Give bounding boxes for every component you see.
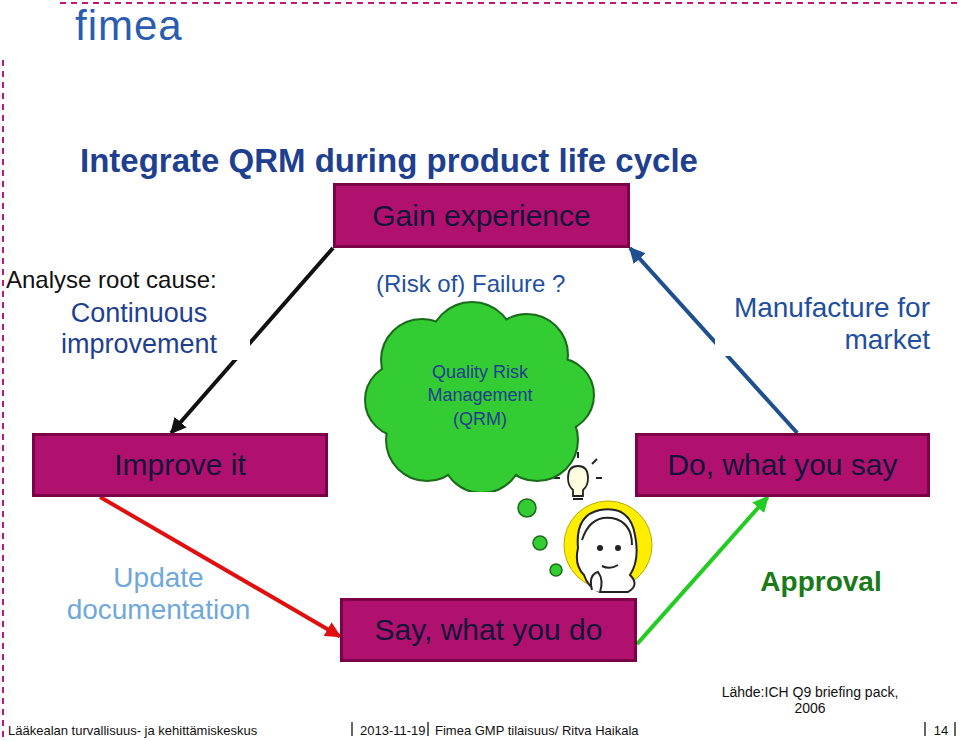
footer-text: 2013-11-19 bbox=[360, 724, 426, 739]
page-number: 14 bbox=[929, 724, 953, 739]
footer-text: Fimea GMP tilaisuus/ Ritva Haikala bbox=[435, 724, 675, 739]
diagram-title: Integrate QRM during product life cycle bbox=[80, 142, 698, 180]
footer-text: Lääkealan turvallisuus- ja kehittämiskes… bbox=[8, 724, 348, 739]
process-box: Say, what you do bbox=[340, 598, 637, 662]
box-text: Say, what you do bbox=[375, 613, 603, 647]
box-text: Gain experience bbox=[372, 199, 590, 233]
box-text: Do, what you say bbox=[667, 448, 897, 482]
process-box: Gain experience bbox=[333, 183, 630, 248]
qrm-cloud: Quality Risk Management (QRM) bbox=[362, 300, 598, 492]
process-box: Improve it bbox=[32, 433, 328, 497]
dashed-border bbox=[2, 60, 4, 741]
source-note: Lähde:ICH Q9 briefing pack, 2006 bbox=[720, 684, 900, 716]
dashed-border bbox=[60, 2, 960, 4]
cloud-text: Quality Risk Management (QRM) bbox=[410, 361, 550, 431]
note-label: Analyse root cause: bbox=[6, 266, 286, 294]
box-text: Improve it bbox=[114, 448, 246, 482]
note-label: Approval bbox=[736, 566, 906, 598]
note-label: (Risk of) Failure ? bbox=[376, 270, 616, 298]
note-label: Update documentation bbox=[36, 562, 281, 626]
note-label: Continuous improvement bbox=[28, 298, 250, 360]
flow-arrow bbox=[637, 497, 768, 644]
process-box: Do, what you say bbox=[635, 433, 930, 497]
logo-text: fimea bbox=[75, 2, 235, 50]
note-label: Manufacture for market bbox=[715, 292, 930, 356]
